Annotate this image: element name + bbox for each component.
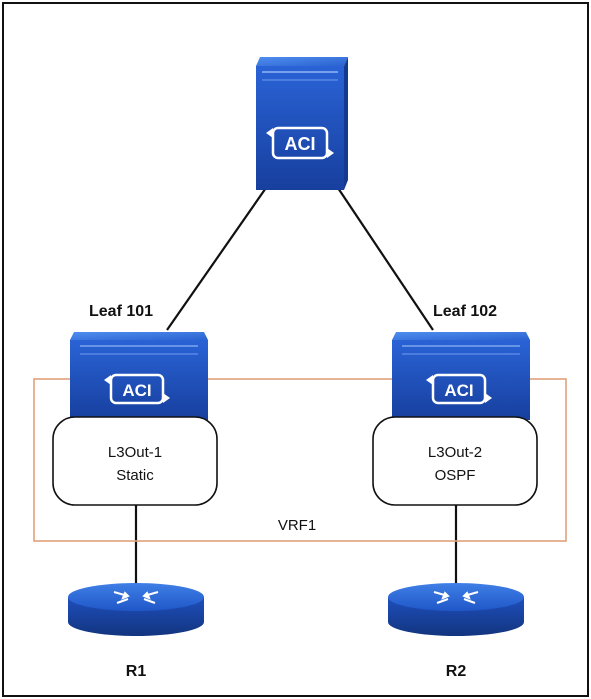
leaf-102-label: Leaf 102 (433, 303, 497, 320)
vrf-label: VRF1 (278, 517, 316, 534)
router-arrows-icon (113, 591, 159, 604)
leaf-102-switch[interactable]: ACI (392, 332, 530, 420)
l3out-1-protocol: Static (116, 467, 154, 484)
aci-logo-icon: ACI (426, 373, 492, 405)
spine-logo-text: ACI (285, 134, 316, 154)
link-spine-leaf101 (166, 184, 269, 331)
aci-logo-icon: ACI (104, 373, 170, 405)
spine-top-face (256, 57, 348, 66)
router-r2-label: R2 (446, 663, 467, 680)
l3out-2-name: L3Out-2 (428, 444, 482, 461)
aci-logo-icon: ACI (266, 126, 334, 160)
leaf-101-label: Leaf 101 (89, 303, 153, 320)
link-spine-leaf102 (335, 184, 434, 331)
l3out-2-box[interactable]: L3Out-2 OSPF (372, 416, 538, 506)
leaf-102-logo-text: ACI (444, 381, 473, 400)
leaf-101-logo-text: ACI (122, 381, 151, 400)
router-arrows-icon (433, 591, 479, 604)
l3out-1-name: L3Out-1 (108, 444, 162, 461)
router-r1[interactable] (68, 583, 204, 636)
l3out-1-box[interactable]: L3Out-1 Static (52, 416, 218, 506)
router-r2[interactable] (388, 583, 524, 636)
vrf-boundary (33, 378, 567, 542)
spine-switch[interactable]: ACI (256, 57, 348, 190)
l3out-2-protocol: OSPF (435, 467, 476, 484)
leaf-101-switch[interactable]: ACI (70, 332, 208, 420)
router-r1-label: R1 (126, 663, 147, 680)
